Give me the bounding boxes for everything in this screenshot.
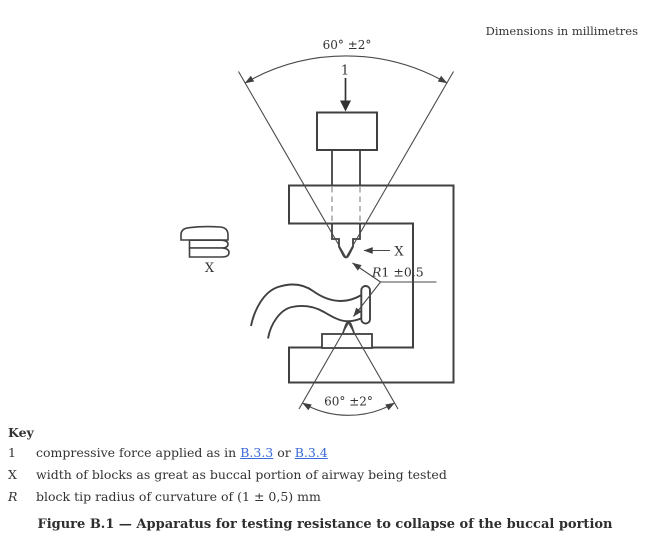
- hidden-shaft-lines: [331, 187, 361, 223]
- side-view-block-layer-1: [188, 239, 229, 249]
- link-b34[interactable]: B.3.4: [294, 445, 328, 460]
- radius-leader-lower: [353, 281, 381, 317]
- key-heading: Key: [8, 425, 34, 440]
- lower-cone-dimension: [298, 322, 399, 416]
- side-view-block-layer-2: [188, 247, 230, 258]
- lower-cone-arc: [302, 402, 395, 416]
- force-ref-label: 1: [341, 64, 349, 79]
- tip-radius-label-value: 1 ±0,5: [381, 265, 423, 280]
- anvil-base-block: [321, 333, 373, 349]
- lower-cone-line-right: [348, 322, 399, 410]
- side-view-block-cap: [180, 225, 229, 241]
- lower-anvil: [321, 321, 373, 349]
- key-term-width: X: [8, 467, 17, 482]
- upper-cone-arc: [244, 55, 448, 84]
- figure-caption: Figure B.1 — Apparatus for testing resis…: [37, 517, 613, 532]
- airway-upper-wall: [250, 283, 362, 327]
- figure-key: Key 1 compressive force applied as in B.…: [8, 423, 447, 508]
- key-definition-radius: block tip radius of curvature of (1 ± 0,…: [36, 489, 321, 504]
- radius-leader: [352, 262, 437, 317]
- lower-cone-line-left: [298, 322, 349, 410]
- side-view-width-label: X: [205, 261, 215, 276]
- key-force-text-between: or: [273, 445, 295, 460]
- airway-specimen: [250, 283, 371, 339]
- bottom-angle-label: 60° ±2°: [324, 395, 373, 409]
- upper-cone-line-right: [345, 71, 454, 258]
- c-frame: [288, 184, 455, 384]
- link-b33[interactable]: B.3.3: [240, 445, 274, 460]
- key-term-force: 1: [8, 445, 16, 460]
- tip-width-label: X: [394, 245, 404, 260]
- force-arrowhead: [340, 100, 351, 112]
- key-definition-force: compressive force applied as in B.3.3 or…: [36, 442, 328, 464]
- upper-cone-line-left: [238, 71, 347, 258]
- key-row-width: X width of blocks as great as buccal por…: [8, 464, 447, 486]
- force-arrow: [340, 78, 351, 112]
- anvil-tip: [341, 321, 356, 336]
- tip-radius-label-r: R: [371, 265, 381, 280]
- airway-flange: [360, 285, 371, 325]
- upper-cone-dimension: [238, 55, 454, 258]
- tip-radius-label: R1 ±0,5: [371, 265, 424, 280]
- key-row-force: 1 compressive force applied as in B.3.3 …: [8, 442, 447, 464]
- upper-press-assembly: [316, 111, 378, 259]
- key-force-text-before: compressive force applied as in: [36, 445, 241, 460]
- airway-lower-wall: [267, 305, 362, 339]
- press-block: [316, 111, 378, 151]
- radius-leader-upper: [352, 262, 381, 283]
- dimensions-note: Dimensions in millimetres: [485, 24, 638, 38]
- key-row-radius: R block tip radius of curvature of (1 ± …: [8, 486, 447, 508]
- key-definition-width: width of blocks as great as buccal porti…: [36, 467, 447, 482]
- top-angle-label: 60° ±2°: [323, 38, 372, 52]
- key-term-radius: R: [8, 489, 18, 504]
- side-view-block: [180, 225, 230, 258]
